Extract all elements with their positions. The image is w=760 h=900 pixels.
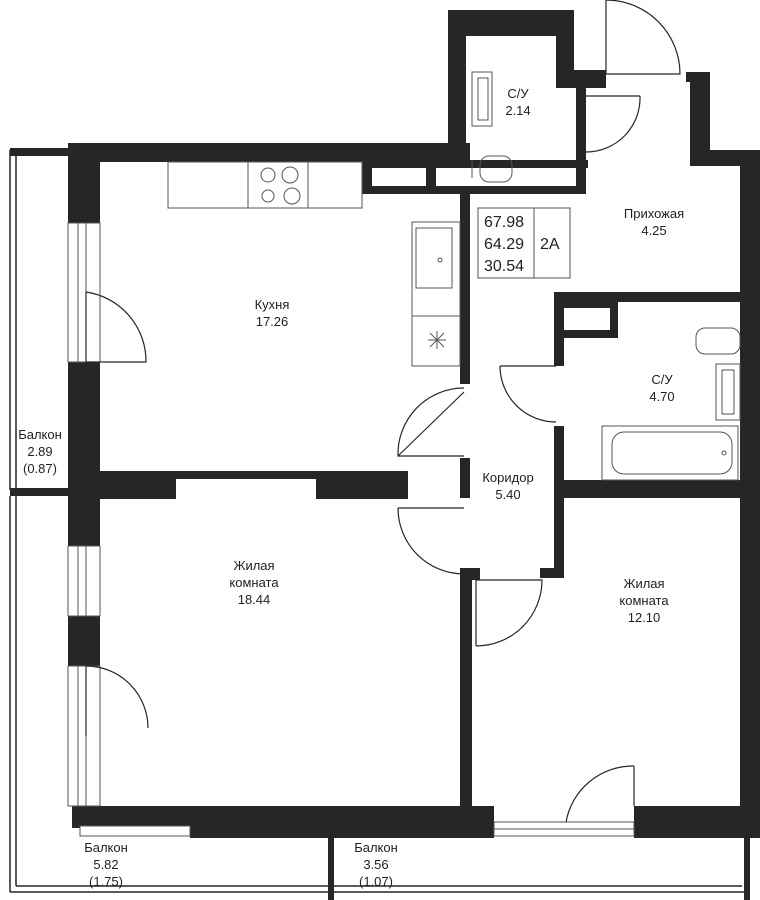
apartment-info-box: 67.98 64.29 30.54 2А [477, 207, 571, 279]
room-label-hall: Прихожая 4.25 [624, 206, 684, 238]
bathroom-fixtures [601, 327, 741, 481]
room-label-balcony-1: Балкон 2.89 (0.87) [18, 427, 62, 476]
doors [85, 0, 681, 823]
room-area: 3.56 [363, 857, 388, 872]
balcony-left-lower [9, 488, 330, 893]
room-name: С/У [507, 86, 529, 101]
room-name: Балкон [84, 840, 128, 855]
room-area: 2.89 [27, 444, 52, 459]
interior-walls [100, 28, 742, 810]
room-name-line1: Жилая [623, 576, 664, 591]
wc-small-fixtures [471, 71, 513, 183]
room-name: Прихожая [624, 206, 684, 221]
room-label-bathroom: С/У 4.70 [649, 372, 674, 404]
room-name: Кухня [255, 297, 290, 312]
room-area-reduced: (1.75) [89, 874, 123, 889]
exterior-walls [68, 10, 760, 838]
room-label-wc-small: С/У 2.14 [505, 86, 530, 118]
room-name-line2: комната [229, 575, 279, 590]
room-label-balcony-2: Балкон 5.82 (1.75) [84, 840, 128, 889]
balcony-left-upper [9, 148, 70, 490]
room-area: 17.26 [256, 314, 289, 329]
room-area: 5.40 [495, 487, 520, 502]
room-area: 4.70 [649, 389, 674, 404]
windows [67, 222, 635, 837]
living-area: 30.54 [484, 258, 524, 275]
room-label-living-1: Жилая комната 18.44 [229, 558, 279, 607]
kitchen-counter [167, 161, 461, 367]
room-name: С/У [651, 372, 673, 387]
living-area-total: 64.29 [484, 236, 524, 253]
apartment-type: 2А [540, 236, 560, 253]
room-name: Балкон [354, 840, 398, 855]
balcony-bottom-right [328, 838, 750, 900]
hob-icon [428, 331, 446, 349]
room-area-reduced: (0.87) [23, 461, 57, 476]
room-label-kitchen: Кухня 17.26 [255, 297, 290, 329]
room-area: 18.44 [238, 592, 271, 607]
room-label-living-2: Жилая комната 12.10 [619, 576, 669, 625]
room-name: Коридор [482, 470, 533, 485]
room-area-reduced: (1.07) [359, 874, 393, 889]
room-area: 2.14 [505, 103, 530, 118]
room-name-line1: Жилая [233, 558, 274, 573]
room-label-corridor: Коридор 5.40 [482, 470, 533, 502]
room-label-balcony-3: Балкон 3.56 (1.07) [354, 840, 398, 889]
room-name: Балкон [18, 427, 62, 442]
room-name-line2: комната [619, 593, 669, 608]
room-area: 4.25 [641, 223, 666, 238]
total-area: 67.98 [484, 214, 524, 231]
room-area: 5.82 [93, 857, 118, 872]
room-area: 12.10 [628, 610, 661, 625]
